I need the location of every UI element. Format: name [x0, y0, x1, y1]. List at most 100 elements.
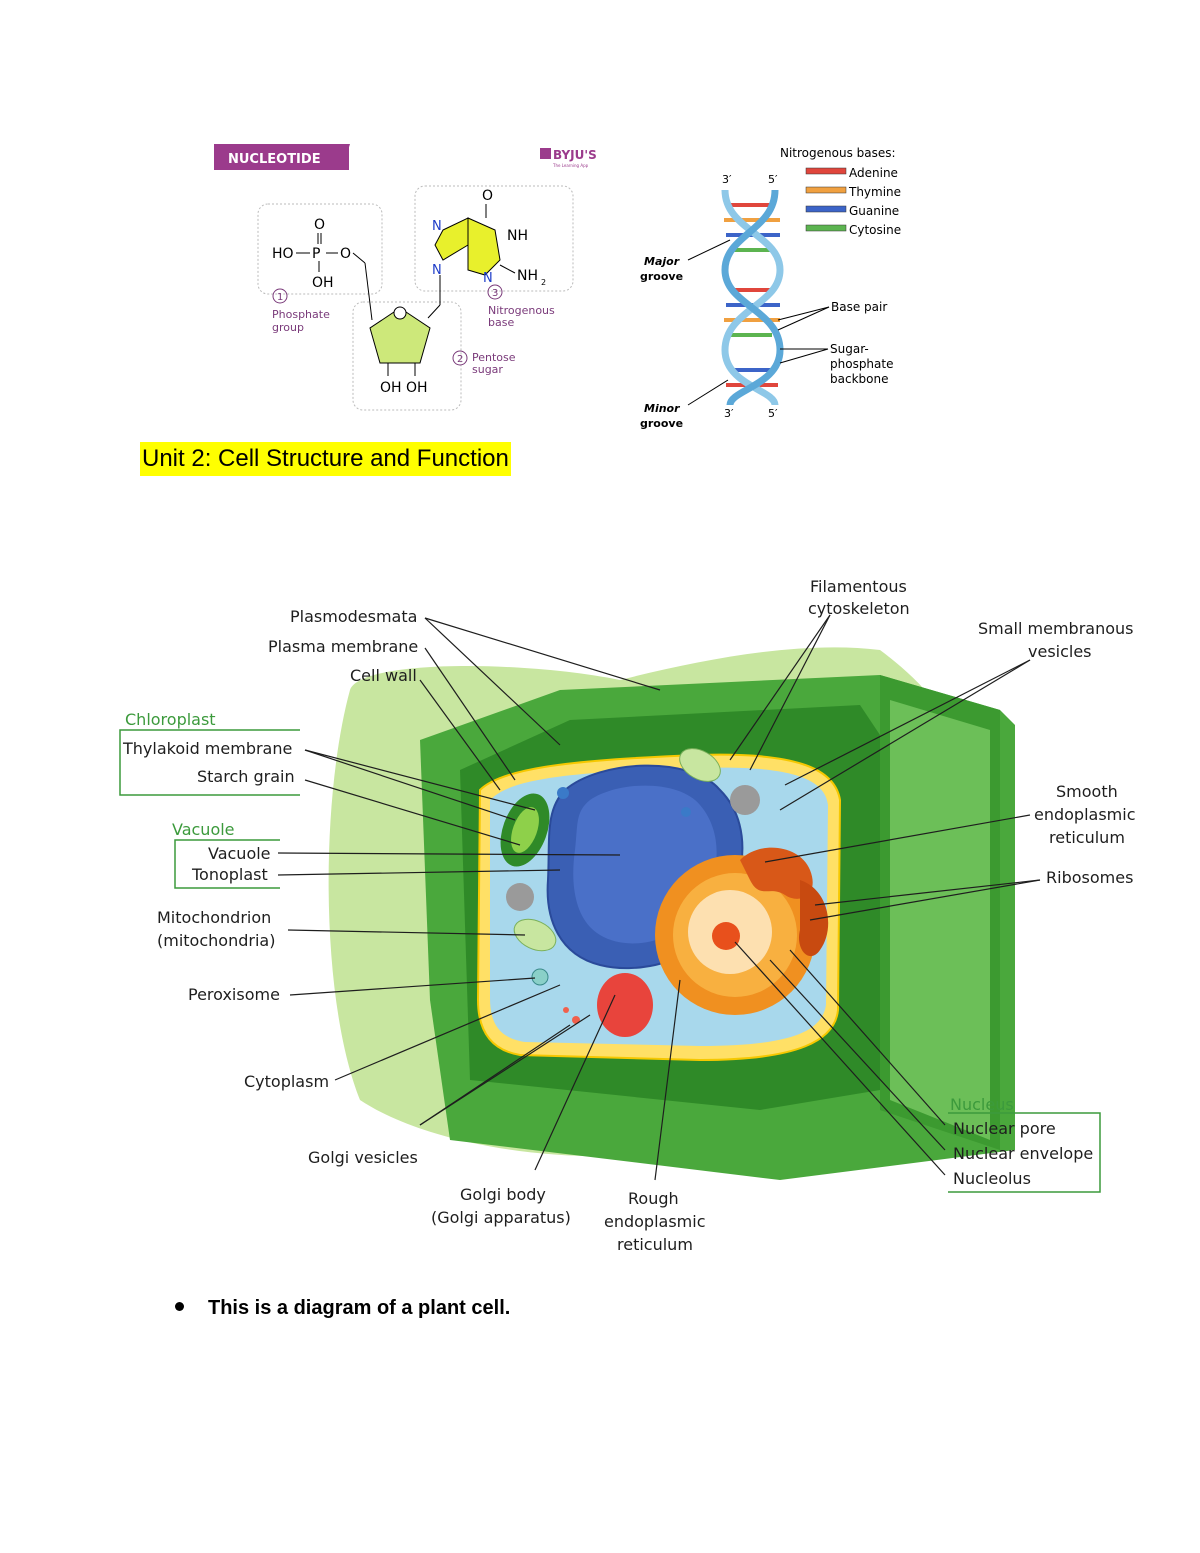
peroxisome-shape — [531, 968, 549, 986]
svg-text:N: N — [483, 271, 493, 286]
svg-text:Guanine: Guanine — [849, 204, 899, 218]
phosphate-group: O HO P O OH — [272, 217, 373, 321]
rough-er-shape — [799, 880, 829, 957]
svg-text:1: 1 — [277, 292, 283, 303]
label-vacuole-group: Vacuole — [172, 820, 235, 839]
label-smooth-er-1: Smooth — [1056, 782, 1118, 801]
svg-text:N: N — [432, 219, 442, 234]
svg-text:OH OH: OH OH — [380, 380, 428, 396]
svg-text:Nitrogenous: Nitrogenous — [488, 304, 555, 317]
dna-helix — [721, 189, 784, 406]
label-nucleolus: Nucleolus — [953, 1169, 1031, 1188]
svg-text:groove: groove — [640, 417, 683, 430]
golgi-body-shape — [597, 973, 653, 1037]
svg-text:O: O — [340, 246, 351, 262]
label-rough-er-1: Rough — [628, 1189, 679, 1208]
svg-text:groove: groove — [640, 270, 683, 283]
chloroplast-group-box — [119, 729, 300, 796]
brand-name: BYJU'S — [553, 148, 597, 162]
svg-text:O: O — [314, 217, 325, 233]
nucleus-group-box — [948, 1112, 1101, 1193]
svg-text:HO: HO — [272, 246, 294, 262]
svg-text:5′: 5′ — [768, 173, 778, 186]
smooth-er-shape — [740, 847, 813, 899]
chloroplast-shape — [500, 793, 550, 867]
backbone-label: Sugar- — [830, 342, 869, 356]
nucleotide-figure: NUCLEOTIDE BYJU'S The Learning App O HO … — [214, 144, 597, 411]
label-mitochondria: (mitochondria) — [157, 931, 275, 950]
svg-text:Thymine: Thymine — [848, 185, 901, 199]
nucleus-shape — [655, 855, 815, 1015]
svg-text:3: 3 — [492, 288, 498, 299]
brand-logo-icon — [540, 148, 551, 159]
mitochondrion-shape — [513, 918, 557, 952]
svg-text:NH: NH — [507, 228, 528, 244]
label-ribosomes: Ribosomes — [1046, 868, 1133, 887]
svg-text:base: base — [488, 316, 514, 329]
svg-text:5′: 5′ — [768, 407, 778, 420]
plant-cell-figure: Plasmodesmata Plasma membrane Cell wall … — [119, 577, 1136, 1254]
unit-heading: Unit 2: Cell Structure and Function — [140, 442, 511, 476]
label-cell-wall: Cell wall — [350, 666, 417, 685]
svg-text:2: 2 — [541, 278, 546, 287]
svg-text:P: P — [312, 246, 320, 262]
label-tonoplast: Tonoplast — [191, 865, 268, 884]
label-golgi-apparatus: (Golgi apparatus) — [431, 1208, 571, 1227]
label-filamentous-1: Filamentous — [810, 577, 907, 596]
label-nuclear-envelope: Nuclear envelope — [953, 1144, 1093, 1163]
legend-title: Nitrogenous bases: — [780, 146, 896, 160]
legend-cytosine: Cytosine — [805, 223, 901, 237]
svg-text:NH: NH — [517, 268, 538, 284]
bullet-item: This is a diagram of a plant cell. — [175, 1297, 510, 1320]
bullet-icon — [175, 1302, 184, 1312]
major-groove-label: Major — [644, 255, 680, 268]
base-pair-label: Base pair — [831, 300, 887, 314]
brand-tagline: The Learning App — [552, 163, 589, 168]
dna-figure: Nitrogenous bases: Adenine Thymine Guani… — [640, 146, 901, 430]
label-rough-er-2: endoplasmic — [604, 1212, 706, 1231]
svg-text:N: N — [432, 263, 442, 278]
label-chloroplast-group: Chloroplast — [125, 710, 216, 729]
legend-thymine: Thymine — [805, 185, 901, 199]
label-golgi-vesicles: Golgi vesicles — [308, 1148, 418, 1167]
legend-guanine: Guanine — [805, 204, 899, 218]
nucleotide-banner — [214, 144, 349, 170]
nitrogenous-base: O N NH N N NH 2 — [427, 188, 546, 319]
label-vacuole: Vacuole — [208, 844, 271, 863]
label-starch-grain: Starch grain — [197, 767, 295, 786]
svg-text:group: group — [272, 321, 304, 334]
label-small-vesicles-1: Small membranous — [978, 619, 1133, 638]
label-rough-er-3: reticulum — [617, 1235, 693, 1254]
svg-text:phosphate: phosphate — [830, 357, 893, 371]
svg-text:Pentose: Pentose — [472, 351, 516, 364]
svg-text:2: 2 — [457, 354, 463, 365]
label-plasmodesmata: Plasmodesmata — [290, 607, 417, 626]
svg-text:3′: 3′ — [722, 173, 732, 186]
label-smooth-er-2: endoplasmic — [1034, 805, 1136, 824]
svg-text:OH: OH — [312, 275, 334, 291]
legend-adenine: Adenine — [805, 166, 898, 180]
label-mitochondrion: Mitochondrion — [157, 908, 271, 927]
label-nuclear-pore: Nuclear pore — [953, 1119, 1056, 1138]
svg-text:sugar: sugar — [472, 363, 503, 376]
part-label-phosphate: 1 Phosphate group — [272, 288, 330, 334]
label-plasma-membrane: Plasma membrane — [268, 637, 418, 656]
label-smooth-er-3: reticulum — [1049, 828, 1125, 847]
minor-groove-label: Minor — [644, 402, 680, 415]
nucleotide-banner-text: NUCLEOTIDE — [228, 152, 321, 167]
vacuole-group-box — [174, 839, 280, 889]
label-cytoplasm: Cytoplasm — [244, 1072, 329, 1091]
label-peroxisome: Peroxisome — [188, 985, 280, 1004]
label-filamentous-2: cytoskeleton — [808, 599, 910, 618]
svg-text:Cytosine: Cytosine — [849, 223, 901, 237]
label-small-vesicles-2: vesicles — [1028, 642, 1092, 661]
label-thylakoid-membrane: Thylakoid membrane — [122, 739, 292, 758]
label-golgi-body: Golgi body — [460, 1185, 546, 1204]
svg-text:backbone: backbone — [830, 372, 888, 386]
svg-text:3′: 3′ — [724, 407, 734, 420]
svg-text:Adenine: Adenine — [849, 166, 898, 180]
part-label-base: 3 Nitrogenous base — [487, 284, 555, 329]
pentose-sugar: OH OH — [369, 306, 431, 396]
label-nucleus-group: Nucleus — [950, 1095, 1014, 1114]
bullet-text: This is a diagram of a plant cell. — [208, 1297, 511, 1319]
